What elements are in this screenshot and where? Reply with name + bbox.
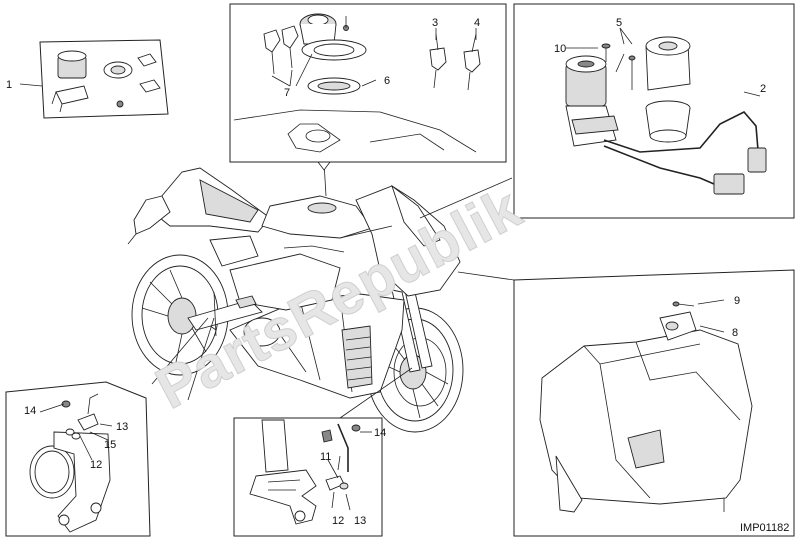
callout-9: 9 xyxy=(734,295,740,307)
sensor-panel-front xyxy=(233,417,383,537)
callout-10: 10 xyxy=(554,43,566,55)
callout-12-front: 12 xyxy=(332,515,344,527)
callout-7: 7 xyxy=(284,87,290,99)
callout-2: 2 xyxy=(760,83,766,95)
callout-15: 15 xyxy=(104,439,116,451)
leader-lines xyxy=(151,161,515,419)
callout-labels: 1 2 3 4 5 6 7 8 9 10 11 12 12 13 13 14 1… xyxy=(6,17,766,527)
callout-12-left: 12 xyxy=(90,459,102,471)
callout-4: 4 xyxy=(474,17,480,29)
callout-13-left: 13 xyxy=(116,421,128,433)
ignition-kit-panel xyxy=(19,39,169,119)
callout-1: 1 xyxy=(6,79,12,91)
motorcycle-illustration xyxy=(127,167,464,433)
callout-14-left: 14 xyxy=(24,405,36,417)
fuel-cap-panel xyxy=(229,3,507,163)
callout-6: 6 xyxy=(384,75,390,87)
callout-14-front: 14 xyxy=(374,427,386,439)
drawing-code: IMP01182 xyxy=(740,522,789,534)
callout-13-front: 13 xyxy=(354,515,366,527)
callout-3: 3 xyxy=(432,17,438,29)
callout-11: 11 xyxy=(320,451,331,463)
ignition-switch-panel xyxy=(513,3,795,219)
fairing-panel xyxy=(513,269,795,537)
callout-8: 8 xyxy=(732,327,738,339)
callout-5: 5 xyxy=(616,17,622,29)
sensor-panel-left xyxy=(5,381,151,537)
